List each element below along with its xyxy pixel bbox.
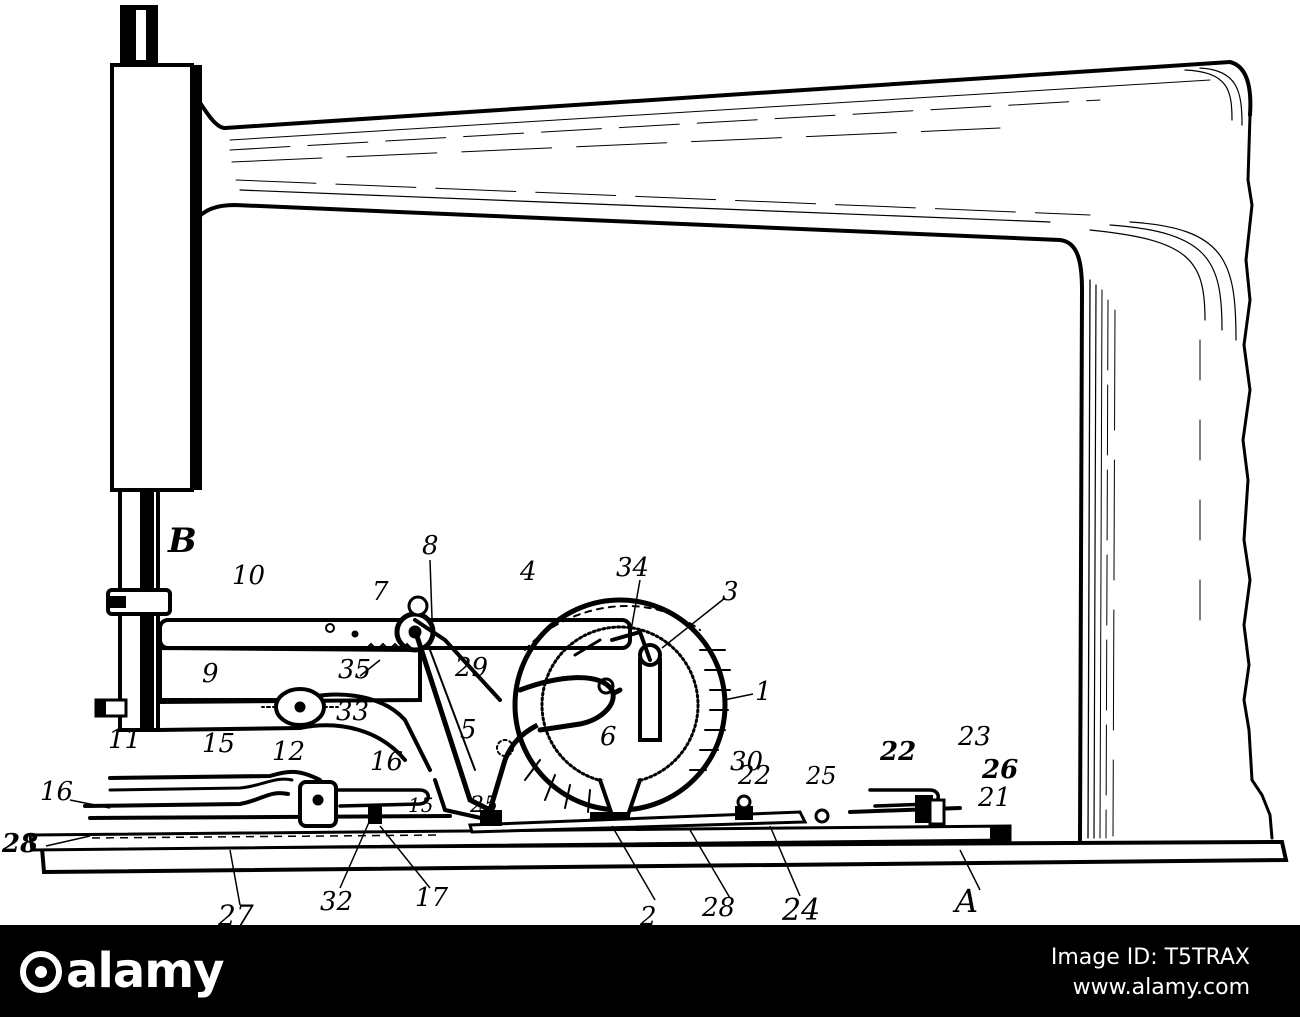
slide-assembly xyxy=(468,788,962,834)
alamy-logo-mark-icon xyxy=(20,951,62,993)
label-16b: 16 xyxy=(370,747,403,777)
label-17: 17 xyxy=(415,883,449,913)
stock-footer: alamy Image ID: T5TRAX www.alamy.com xyxy=(0,925,1300,1017)
label-33: 33 xyxy=(336,697,369,727)
label-24: 24 xyxy=(781,893,820,925)
label-7: 7 xyxy=(372,577,389,607)
label-26: 26 xyxy=(981,755,1018,785)
brand-logo: alamy xyxy=(20,943,225,999)
label-15a: 15 xyxy=(202,729,235,759)
bed-plate xyxy=(28,824,1289,875)
site-url: www.alamy.com xyxy=(1072,975,1250,1000)
label-8: 8 xyxy=(422,531,439,561)
label-21: 21 xyxy=(977,783,1011,813)
label-12: 12 xyxy=(272,737,305,767)
label-25a: 25 xyxy=(469,793,498,818)
presser-foot-assembly xyxy=(83,769,452,828)
label-29: 29 xyxy=(454,653,488,683)
label-9: 9 xyxy=(202,659,219,689)
leader-lines xyxy=(45,559,981,906)
label-6: 6 xyxy=(600,722,617,752)
reference-labels: B A 1 2 3 4 5 6 7 8 9 10 11 12 15 15 16 … xyxy=(1,521,1018,932)
label-10: 10 xyxy=(232,561,265,591)
label-15b: 15 xyxy=(408,793,433,817)
label-27: 27 xyxy=(217,899,254,925)
label-22a: 22 xyxy=(737,761,771,791)
label-35: 35 xyxy=(338,655,371,685)
patent-drawing: B A 1 2 3 4 5 6 7 8 9 10 11 12 15 15 16 … xyxy=(1,5,1289,932)
label-25b: 25 xyxy=(805,762,837,790)
label-2: 2 xyxy=(639,902,657,925)
label-5: 5 xyxy=(460,715,477,745)
label-11: 11 xyxy=(108,725,141,755)
label-23: 23 xyxy=(957,722,991,752)
brand-name: alamy xyxy=(66,943,225,999)
machine-head xyxy=(94,5,202,732)
label-32: 32 xyxy=(320,887,353,917)
machine-arm xyxy=(193,59,1274,842)
label-22b: 22 xyxy=(879,737,916,767)
label-B: B xyxy=(167,521,197,561)
label-1: 1 xyxy=(755,677,772,707)
label-34: 34 xyxy=(616,553,649,583)
sewing-machine-diagram: B A 1 2 3 4 5 6 7 8 9 10 11 12 15 15 16 … xyxy=(1,5,1289,932)
label-16a: 16 xyxy=(40,777,73,807)
label-30: 30 xyxy=(730,747,763,777)
label-4: 4 xyxy=(519,557,537,587)
label-3: 3 xyxy=(722,577,739,607)
label-A: A xyxy=(952,882,978,920)
label-28a: 28 xyxy=(1,829,38,859)
image-id: Image ID: T5TRAX xyxy=(1050,945,1250,970)
